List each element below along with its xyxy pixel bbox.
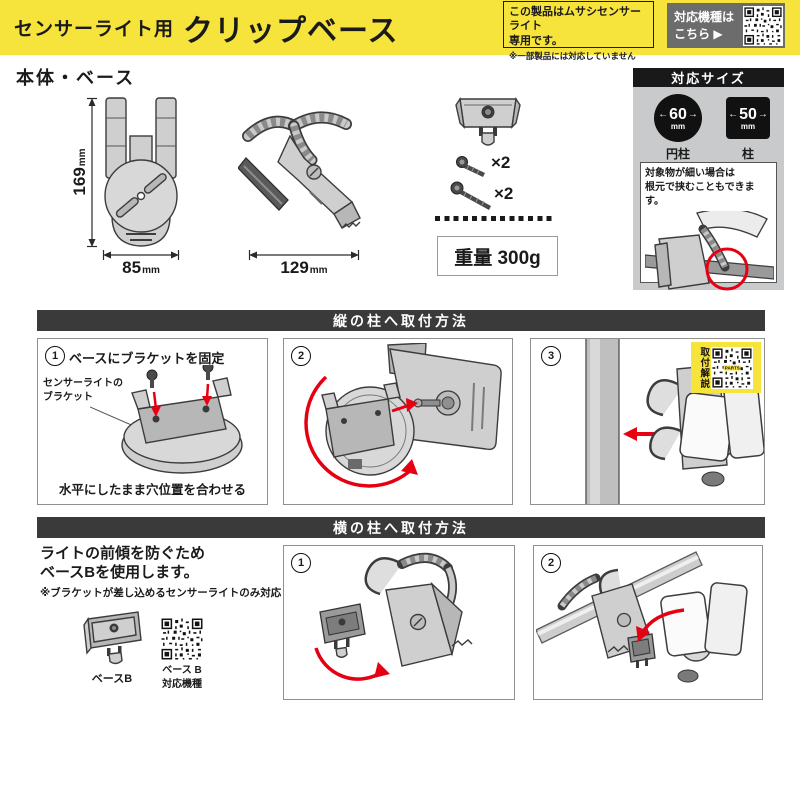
intro-line1: ライトの前傾を防ぐため bbox=[40, 545, 206, 562]
step1-caption: 水平にしたまま穴位置を合わせる bbox=[58, 483, 247, 497]
depth-dimension-label: 129 mm bbox=[280, 258, 328, 277]
clip-front-view-illustration bbox=[104, 97, 178, 247]
size-panel-title: 対応サイズ bbox=[633, 68, 784, 87]
step-number: 2 bbox=[291, 346, 311, 366]
base-b-qr-label: ベース B 対応機種 bbox=[162, 665, 202, 690]
header-bar: センサーライト用 クリップベース この製品はムサシセンサーライト 専用です。 ※… bbox=[0, 0, 800, 61]
step1-title: ベースにブラケットを固定 bbox=[69, 351, 225, 366]
short-screw-illustration bbox=[456, 156, 485, 177]
install-guide-qr-code-icon: PARTS bbox=[711, 346, 754, 389]
attach-base-b-illustration bbox=[314, 553, 473, 681]
horizontal-step2-box: 2 bbox=[533, 545, 763, 700]
base-b-label: ベースB bbox=[91, 673, 133, 685]
vertical-step1-box: 1 ベースにブラケットを固定 センサーライトの ブラケット 水平にしたまま穴位置… bbox=[37, 338, 268, 505]
pillar-label: 柱 bbox=[741, 147, 754, 161]
intro-note: ※ブラケットが差し込めるセンサーライトのみ対応 bbox=[40, 587, 282, 599]
page-title: センサーライト用 クリップベース bbox=[14, 0, 399, 55]
step-number: 3 bbox=[541, 346, 561, 366]
step-number: 1 bbox=[45, 346, 65, 366]
width-dimension-line bbox=[102, 250, 180, 260]
short-screw-qty: ×2 bbox=[491, 153, 511, 172]
base-b-part-illustration bbox=[83, 611, 142, 665]
depth-dimension-line bbox=[248, 250, 360, 260]
section-heading-body: 本体・ベース bbox=[16, 68, 136, 88]
height-dimension-label: 169 mm bbox=[70, 148, 89, 196]
horizontal-step1-box: 1 bbox=[283, 545, 515, 700]
notice-line2: 専用です。 bbox=[509, 34, 563, 47]
arrow-left-icon: ← bbox=[728, 109, 739, 120]
notice-box: この製品はムサシセンサーライト 専用です。 ※一部製品には対応していません bbox=[503, 1, 654, 61]
base-b-models-qr-code-icon bbox=[160, 617, 204, 661]
step-number: 1 bbox=[291, 553, 311, 573]
arrow-right-icon: → bbox=[687, 109, 698, 120]
rotate-base-illustration bbox=[304, 343, 502, 488]
thin-pole-grip-illustration bbox=[645, 211, 774, 291]
notice-note: ※一部製品には対応していません bbox=[509, 50, 636, 61]
size-note-box: 対象物が細い場合は 根元で挟むこともできます。 bbox=[640, 162, 777, 291]
title-main: クリップベース bbox=[183, 14, 399, 48]
vertical-step2-box: 2 bbox=[283, 338, 513, 505]
arrow-left-icon: ← bbox=[658, 109, 669, 120]
cylinder-size-badge: ← 60 → mm bbox=[654, 94, 702, 142]
dotted-separator bbox=[435, 216, 555, 221]
mount-light-on-horizontal-pole-illustration bbox=[536, 551, 748, 683]
title-prefix: センサーライト用 bbox=[14, 19, 175, 40]
long-screw-illustration bbox=[450, 181, 491, 210]
section-bar-horizontal: 横の柱へ取付方法 bbox=[37, 517, 765, 538]
width-dimension-label: 85 mm bbox=[122, 258, 160, 277]
step-number: 2 bbox=[541, 553, 561, 573]
size-panel: 対応サイズ ← 60 → mm 円柱 ← 50 → mm 柱 対象物が細い場合は… bbox=[633, 68, 784, 291]
install-guide-label: 取付解説 bbox=[698, 346, 710, 389]
height-dimension-line bbox=[87, 97, 97, 248]
install-guide-qr-flag: 取付解説 PARTS bbox=[691, 342, 761, 393]
notice-line1: この製品はムサシセンサーライト bbox=[509, 6, 641, 33]
models-link[interactable]: 対応機種は こちら ▶ bbox=[667, 3, 785, 48]
models-qr-code-icon bbox=[743, 5, 783, 46]
arrow-right-icon: → bbox=[757, 109, 768, 120]
bracket-callout: センサーライトの ブラケット bbox=[43, 378, 123, 403]
intro-line2: ベースBを使用します。 bbox=[40, 564, 199, 581]
cylinder-label: 円柱 bbox=[665, 147, 690, 161]
clip-side-view-illustration bbox=[238, 111, 361, 229]
pillar-size-badge: ← 50 → mm bbox=[726, 97, 770, 139]
bracket-part-illustration bbox=[455, 97, 521, 146]
models-label: 対応機種は こちら ▶ bbox=[674, 10, 735, 41]
fix-bracket-illustration bbox=[90, 365, 243, 474]
long-screw-qty: ×2 bbox=[494, 184, 514, 203]
vertical-step3-box: 3 取付解説 PARTS bbox=[530, 338, 765, 505]
weight-box: 重量 300g bbox=[437, 236, 558, 276]
section-bar-vertical: 縦の柱へ取付方法 bbox=[37, 310, 765, 331]
